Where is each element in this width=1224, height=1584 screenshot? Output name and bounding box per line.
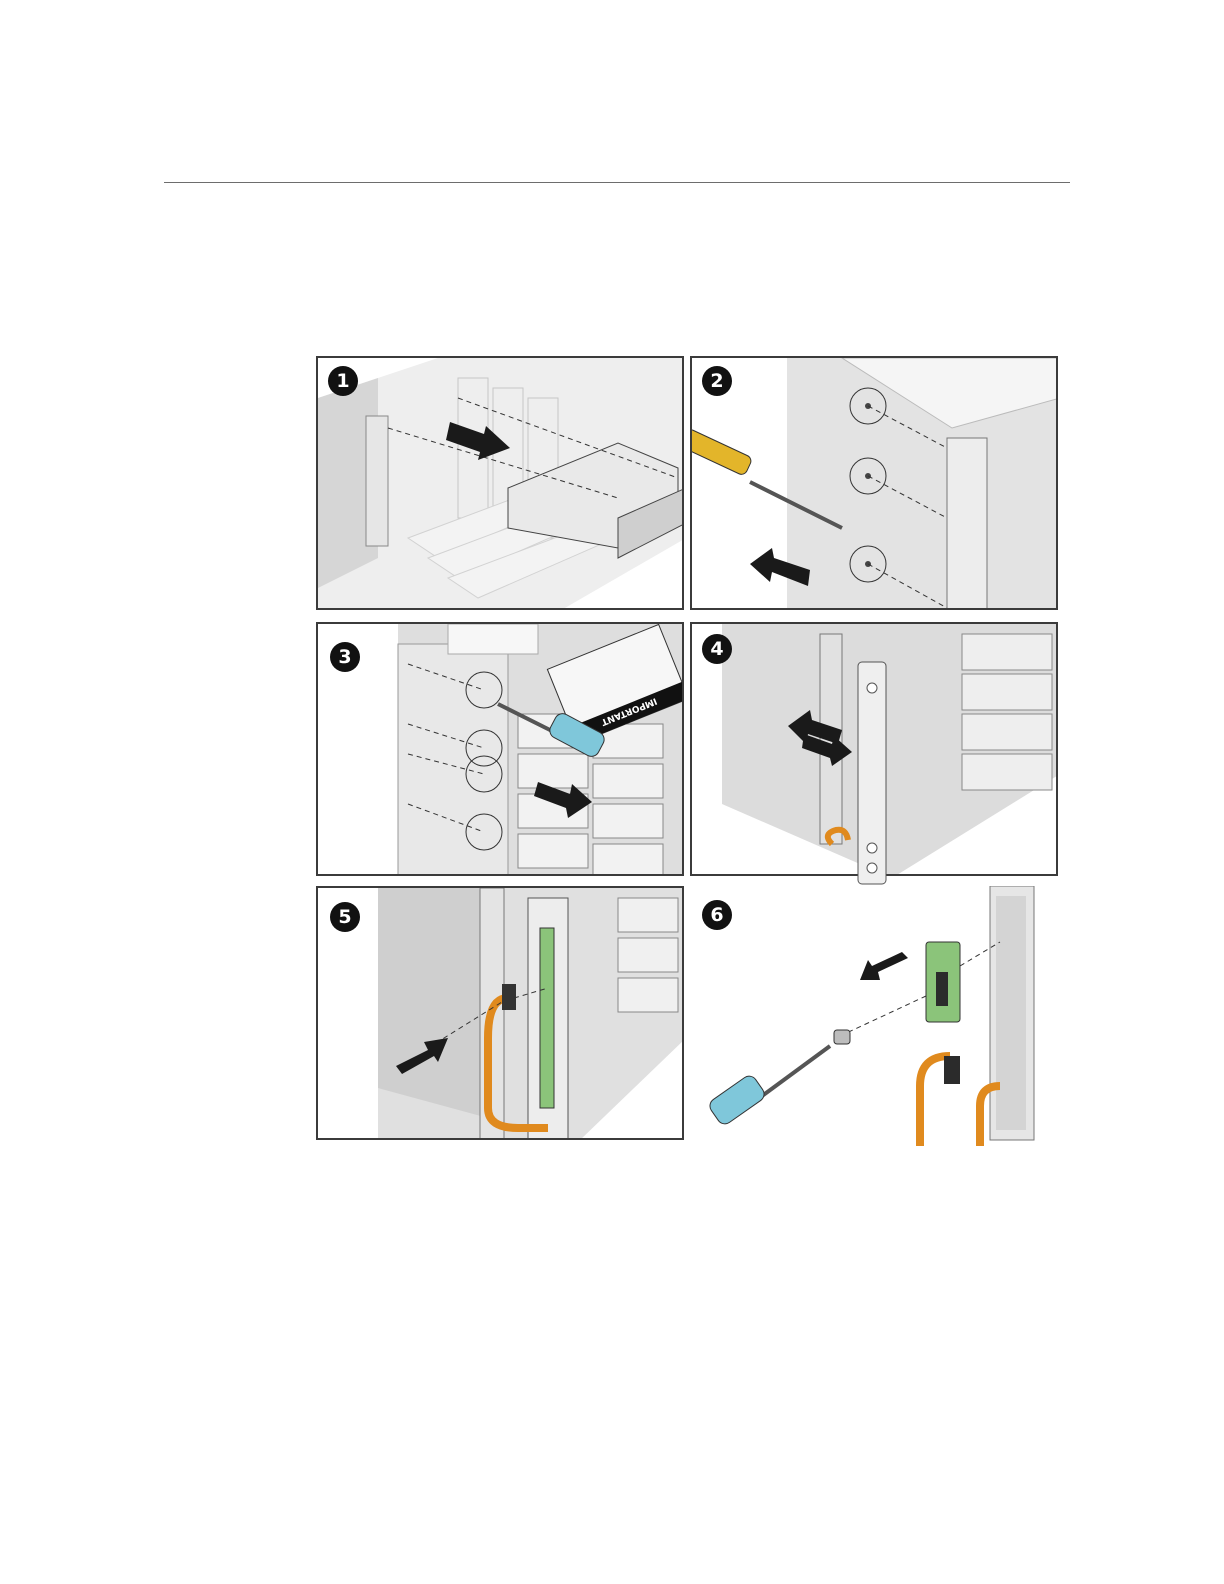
step-2-panel: 2 [690, 356, 1058, 610]
step-1-badge: 1 [328, 366, 358, 396]
step-4-badge: 4 [702, 634, 732, 664]
step-3-illustration: IMPORTANT [318, 624, 684, 876]
step-5-badge: 5 [330, 902, 360, 932]
step-1-illustration [318, 358, 684, 610]
step-2-badge: 2 [702, 366, 732, 396]
step-3-panel: 3 IMPORTANT [316, 622, 684, 876]
step-1-panel: 1 [316, 356, 684, 610]
header-rule [164, 182, 1070, 183]
step-5-panel: 5 [316, 886, 684, 1140]
screw-icon [834, 1030, 850, 1044]
step-4-panel: 4 [690, 622, 1058, 876]
pull-arrow [860, 952, 908, 980]
step-6-illustration [690, 886, 1058, 1150]
step-5-illustration [318, 888, 684, 1140]
step-6-badge: 6 [702, 900, 732, 930]
screwdriver-icon [707, 1046, 830, 1127]
step-6-panel: 6 [690, 886, 1058, 1150]
step-2-illustration [692, 358, 1058, 610]
step-4-illustration [692, 624, 1058, 876]
step-3-badge: 3 [330, 642, 360, 672]
